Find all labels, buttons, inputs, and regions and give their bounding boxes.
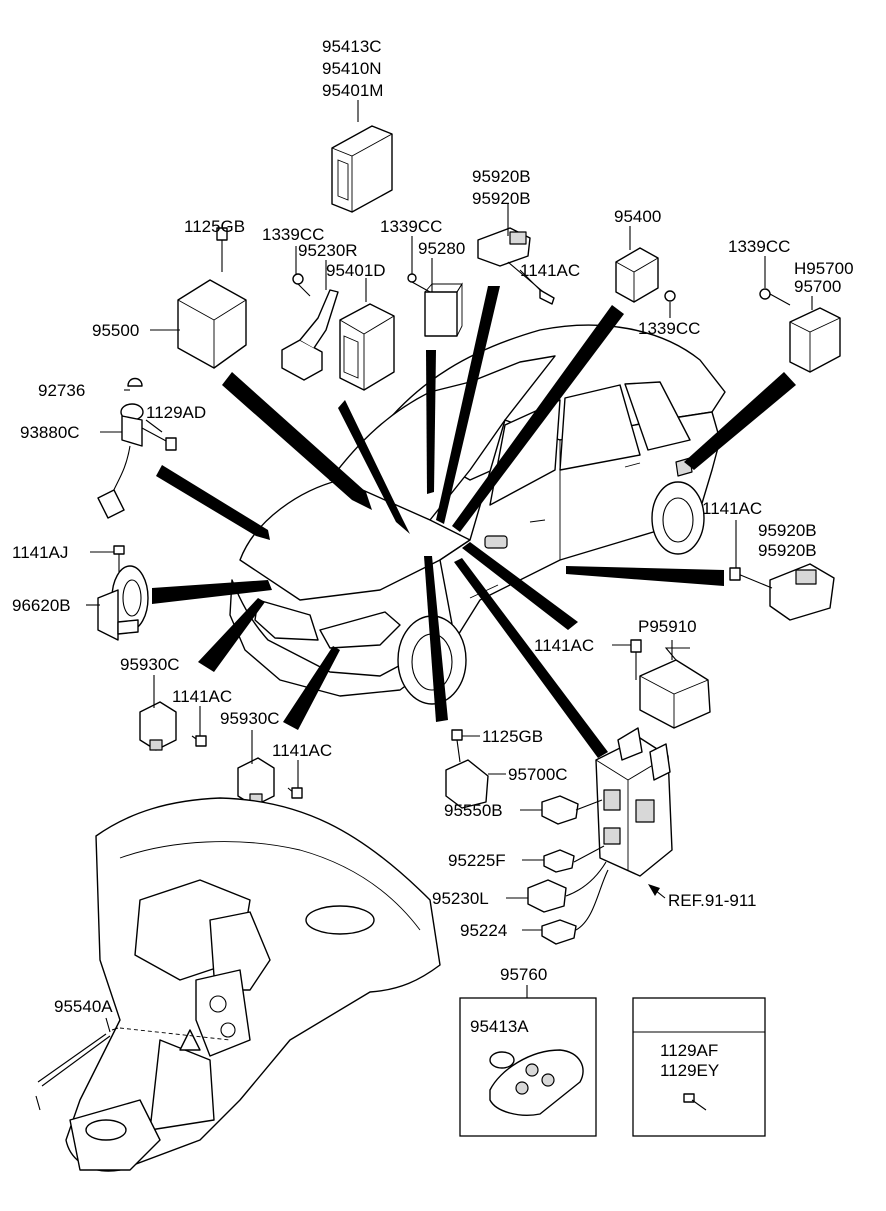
unit-95700c[interactable]	[445, 729, 489, 809]
label-ref[interactable]: REF.91-911	[668, 891, 757, 910]
label-coil-93880c[interactable]: 93880C	[20, 423, 80, 442]
part-labels: 95413C 95410N 95401M 1125GB 1339CC 95230…	[12, 37, 854, 1080]
label-bolt-1129af[interactable]: 1129AF	[660, 1041, 718, 1060]
label-module-h95700[interactable]: H95700	[794, 259, 854, 278]
label-bolt-1141ac-c[interactable]: 1141AC	[534, 636, 594, 655]
relay-95550b[interactable]	[541, 795, 579, 825]
label-unit-95700c[interactable]: 95700C	[508, 765, 568, 784]
label-relay-95224[interactable]: 95224	[460, 921, 507, 940]
label-relay-95230l[interactable]: 95230L	[432, 889, 489, 908]
relay-bracket-95230r[interactable]	[281, 273, 339, 381]
label-bolt-1141ac-d[interactable]: 1141AC	[172, 687, 232, 706]
front-sensor-95930c-left[interactable]	[139, 701, 207, 751]
impact-sensor-95920b-side[interactable]	[729, 563, 835, 621]
label-sensor-95920b-a2[interactable]: 95920B	[472, 189, 531, 208]
horn-96620b[interactable]	[97, 545, 149, 641]
label-bolt-1141aj[interactable]: 1141AJ	[12, 543, 68, 562]
label-cap-92736[interactable]: 92736	[38, 381, 85, 400]
label-ecu-2[interactable]: 95410N	[322, 59, 382, 78]
relay-95280[interactable]	[407, 273, 463, 337]
label-sensor-95920b-b1[interactable]: 95920B	[758, 521, 817, 540]
label-bolt-1141ac-a[interactable]: 1141AC	[520, 261, 580, 280]
label-key-set-95760[interactable]: 95760	[500, 965, 547, 984]
immobilizer-coil-93880c[interactable]	[97, 377, 177, 519]
label-unit-95500[interactable]: 95500	[92, 321, 139, 340]
label-sensor-95920b-b2[interactable]: 95920B	[758, 541, 817, 560]
label-nut-1339cc-a[interactable]: 1339CC	[262, 225, 324, 244]
label-bolt-1129ey[interactable]: 1129EY	[660, 1061, 719, 1080]
relay-95225f[interactable]	[543, 849, 575, 873]
antenna-wire-95540a[interactable]	[35, 1027, 231, 1111]
junction-box[interactable]	[565, 727, 673, 931]
control-unit-95500[interactable]	[177, 227, 247, 369]
airbag-module-p95910[interactable]	[630, 639, 711, 729]
impact-sensor-95920b-top[interactable]	[477, 227, 555, 305]
key-set-box[interactable]	[459, 997, 597, 1137]
label-nut-1339cc-d[interactable]: 1339CC	[728, 237, 790, 256]
label-bolt-1125gb-top[interactable]: 1125GB	[184, 217, 245, 236]
label-relay-95225f[interactable]: 95225F	[448, 851, 506, 870]
dashboard-illustration	[65, 797, 441, 1172]
label-ecu-3[interactable]: 95401M	[322, 81, 383, 100]
label-relay-95230r[interactable]: 95230R	[298, 241, 358, 260]
relay-95224[interactable]	[541, 919, 577, 945]
module-95401d[interactable]	[339, 303, 395, 391]
ecu-module[interactable]	[331, 125, 393, 213]
car-illustration	[229, 324, 726, 705]
label-nut-1339cc-c[interactable]: 1339CC	[638, 319, 700, 338]
label-sensor-95920b-a1[interactable]: 95920B	[472, 167, 531, 186]
label-airbag-p95910[interactable]: P95910	[638, 617, 697, 636]
front-sensor-95930c-right[interactable]	[237, 757, 303, 807]
unit-95400[interactable]	[615, 247, 676, 303]
label-module-95401d[interactable]: 95401D	[326, 261, 386, 280]
label-ecu-1[interactable]: 95413C	[322, 37, 382, 56]
bolt-box[interactable]	[632, 997, 766, 1137]
pointer-wedges	[152, 286, 796, 758]
label-horn-96620b[interactable]: 96620B	[12, 596, 71, 615]
label-bolt-1125gb-bottom[interactable]: 1125GB	[482, 727, 543, 746]
label-bolt-1141ac-b[interactable]: 1141AC	[702, 499, 762, 518]
leader-lines	[86, 100, 813, 1033]
label-bolt-1129ad[interactable]: 1129AD	[146, 403, 206, 422]
label-unit-95400[interactable]: 95400	[614, 207, 661, 226]
module-95700[interactable]	[759, 288, 841, 373]
label-battery-95413a[interactable]: 95413A	[470, 1017, 529, 1036]
label-wire-95540a[interactable]: 95540A	[54, 997, 113, 1016]
label-nut-1339cc-b[interactable]: 1339CC	[380, 217, 442, 236]
label-sensor-95930c-b[interactable]: 95930C	[220, 709, 280, 728]
relay-95230l[interactable]	[527, 879, 567, 913]
label-relay-95280[interactable]: 95280	[418, 239, 465, 258]
label-module-95700[interactable]: 95700	[794, 277, 841, 296]
label-bolt-1141ac-e[interactable]: 1141AC	[272, 741, 332, 760]
label-sensor-95930c-a[interactable]: 95930C	[120, 655, 180, 674]
label-relay-95550b[interactable]: 95550B	[444, 801, 503, 820]
